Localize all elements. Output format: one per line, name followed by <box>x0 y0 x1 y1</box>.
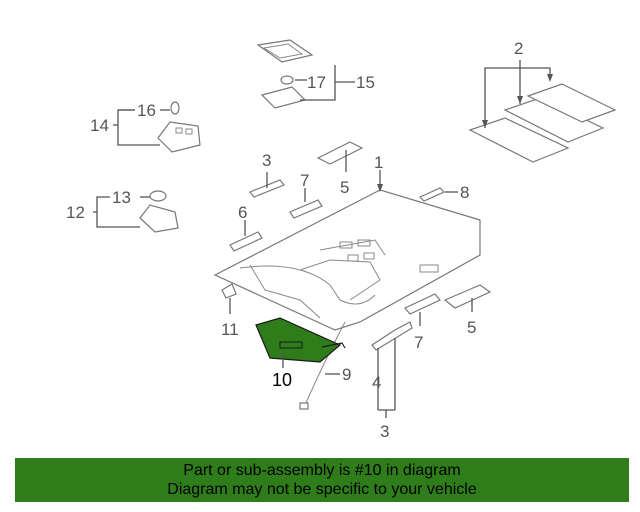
map-lamp-part-14[interactable] <box>157 121 201 153</box>
parts-diagram: 2 17 15 14 16 12 13 <box>66 39 617 441</box>
callout-7b: 7 <box>414 333 423 352</box>
leader-3-4-lower <box>377 338 396 418</box>
bracket-part-4[interactable] <box>371 321 413 351</box>
callout-9: 9 <box>342 365 351 384</box>
callout-17: 17 <box>307 73 326 92</box>
callout-13: 13 <box>112 188 131 207</box>
bracket-part-3-upper[interactable] <box>249 179 285 198</box>
trim-part-7-upper[interactable] <box>289 199 323 219</box>
trim-part-5-lower[interactable] <box>443 284 492 309</box>
callout-12: 12 <box>66 203 85 222</box>
headliner-part-1[interactable] <box>213 189 481 331</box>
leader-15-17 <box>295 65 355 101</box>
bulb-part-13[interactable] <box>149 190 167 202</box>
footer-line-2: Diagram may not be specific to your vehi… <box>167 481 477 498</box>
callout-2: 2 <box>514 39 523 58</box>
leader-12-13 <box>93 196 150 228</box>
trim-part-7-lower[interactable] <box>404 293 441 315</box>
bulb-part-17[interactable] <box>280 75 294 85</box>
callout-5a: 5 <box>340 178 349 197</box>
callout-8: 8 <box>460 183 469 202</box>
callout-3b: 3 <box>380 422 389 441</box>
clip-part-8[interactable] <box>418 187 446 202</box>
callout-6: 6 <box>238 203 247 222</box>
callout-4: 4 <box>372 373 381 392</box>
sun-visor-part-10[interactable] <box>255 317 346 363</box>
courtesy-lamp-part-12[interactable] <box>139 204 179 233</box>
roof-panels-part-2[interactable] <box>468 83 617 163</box>
callout-16: 16 <box>137 101 156 120</box>
callout-3a: 3 <box>262 151 271 170</box>
callout-5b: 5 <box>467 318 476 337</box>
harness-part-9[interactable] <box>299 321 346 410</box>
clip-part-11[interactable] <box>221 283 237 299</box>
callout-14: 14 <box>90 116 109 135</box>
bulb-part-16[interactable] <box>170 101 180 115</box>
callout-11: 11 <box>221 320 239 339</box>
leader-1 <box>377 170 383 192</box>
callout-10: 10 <box>272 370 292 390</box>
leader-14-16 <box>113 109 170 146</box>
trim-part-6[interactable] <box>229 231 263 252</box>
leader-2 <box>482 60 553 128</box>
callout-15: 15 <box>356 73 375 92</box>
footer-banner: Part or sub-assembly is #10 in diagram D… <box>15 458 629 502</box>
dome-lamp-part-15[interactable] <box>256 39 314 109</box>
callout-7a: 7 <box>300 171 309 190</box>
callout-1: 1 <box>374 153 383 172</box>
trim-part-5-upper[interactable] <box>316 141 364 165</box>
footer-line-1: Part or sub-assembly is #10 in diagram <box>183 462 461 479</box>
